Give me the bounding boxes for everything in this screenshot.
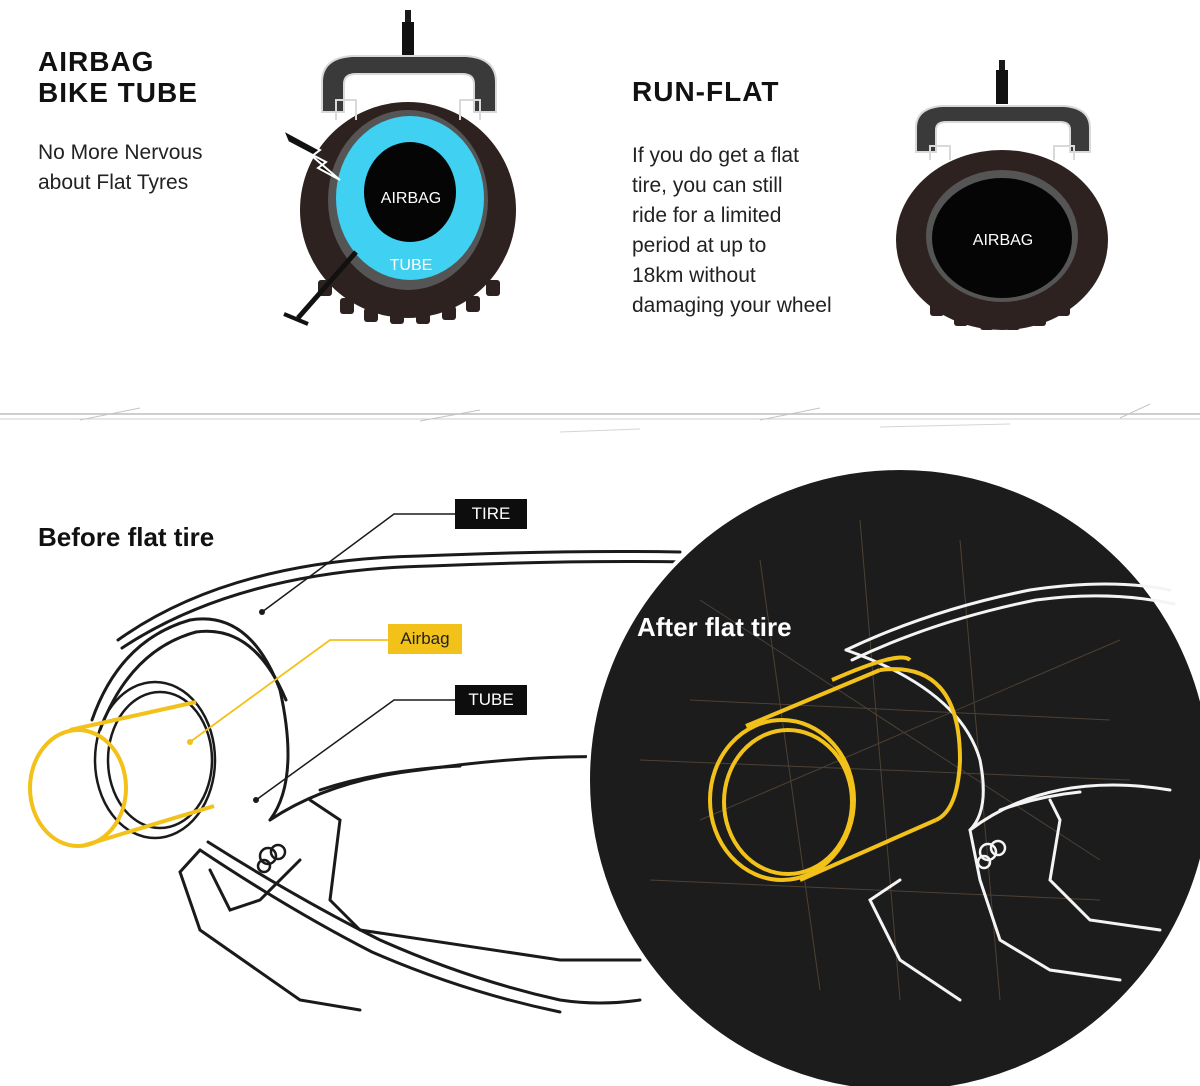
- after-airbag-sketch: [708, 655, 963, 882]
- tire-leader-line: [261, 513, 455, 613]
- tire-tag: TIRE: [455, 499, 527, 529]
- tire-leader-dot: [259, 609, 265, 615]
- valve-sketch: [256, 843, 287, 874]
- tube-leader-dot: [253, 797, 259, 803]
- tire-sketch: [90, 550, 692, 1014]
- valve-stem: [402, 22, 414, 62]
- run-flat-line: tire, you can still: [632, 174, 783, 197]
- run-flat-line: period at up to: [632, 234, 767, 257]
- run-flat-title: RUN-FLAT: [632, 76, 780, 107]
- nail-icon: [296, 250, 358, 320]
- valve-stem: [996, 70, 1008, 104]
- grid-lines: [639, 519, 1131, 1001]
- airbag-leader-line: [189, 639, 388, 743]
- airbag-leader-dot: [187, 739, 193, 745]
- before-flat-title: Before flat tire: [38, 522, 215, 552]
- rim: [321, 55, 497, 113]
- title-line-1: AIRBAG: [38, 46, 155, 77]
- tube-leader-line: [255, 699, 455, 801]
- wheel-airbag-label: AIRBAG: [380, 190, 442, 207]
- desc-line-1: No More Nervous: [38, 141, 203, 164]
- airbag-description: No More Nervous about Flat Tyres: [38, 138, 203, 198]
- tire-tread: [930, 302, 1070, 330]
- after-valve-sketch: [976, 839, 1007, 870]
- wheel-tube-label: TUBE: [389, 257, 433, 274]
- valve-cap: [999, 60, 1005, 72]
- run-flat-airbag-label: AIRBAG: [972, 232, 1034, 249]
- lightning-icon: [280, 127, 341, 181]
- airbag-bike-tube-title: AIRBAG BIKE TUBE: [38, 46, 198, 108]
- rim: [915, 105, 1091, 153]
- run-flat-line: ride for a limited: [632, 204, 782, 227]
- run-flat-line: damaging your wheel: [632, 294, 832, 317]
- airbag-cylinder-sketch: [28, 700, 215, 848]
- after-tire-sketch: [844, 582, 1176, 1002]
- tube-sketch: [93, 680, 217, 840]
- tire-tread: [318, 280, 500, 324]
- desc-line-2: about Flat Tyres: [38, 171, 189, 194]
- run-flat-line: If you do get a flat: [632, 144, 799, 167]
- after-flat-title: After flat tire: [637, 612, 792, 642]
- after-flat-circle: [586, 466, 1200, 1086]
- airbag-tag: Airbag: [388, 624, 462, 654]
- run-flat-description: If you do get a flat tire, you can still…: [632, 141, 832, 321]
- valve-cap: [405, 10, 411, 24]
- run-flat-line: 18km without: [632, 264, 756, 287]
- tube-tag: TUBE: [455, 685, 527, 715]
- title-line-2: BIKE TUBE: [38, 77, 198, 108]
- tire: [300, 102, 516, 318]
